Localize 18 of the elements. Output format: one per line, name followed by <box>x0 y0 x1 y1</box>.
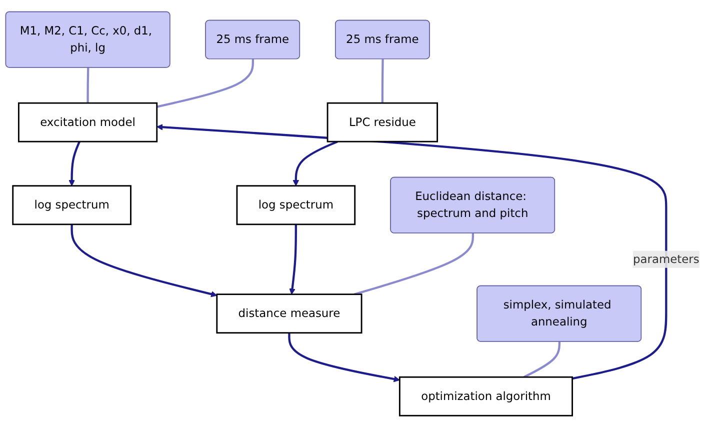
node-box: log spectrum <box>236 185 356 226</box>
node-box: distance measure <box>216 294 362 334</box>
connector <box>381 59 384 104</box>
connector <box>156 59 254 108</box>
arrow <box>70 224 218 298</box>
connector <box>354 234 474 296</box>
arrow <box>289 224 297 295</box>
edge-label: parameters <box>633 252 700 266</box>
arrow <box>156 124 668 380</box>
arrow <box>292 140 338 186</box>
node-box: log spectrum <box>12 185 132 226</box>
connector <box>86 68 90 104</box>
arrow <box>288 333 400 382</box>
node-box: optimization algorithm <box>398 376 573 417</box>
arrow <box>68 142 80 186</box>
node-box: excitation model <box>18 102 158 143</box>
connector <box>523 342 561 378</box>
node-box: LPC residue <box>326 102 438 143</box>
